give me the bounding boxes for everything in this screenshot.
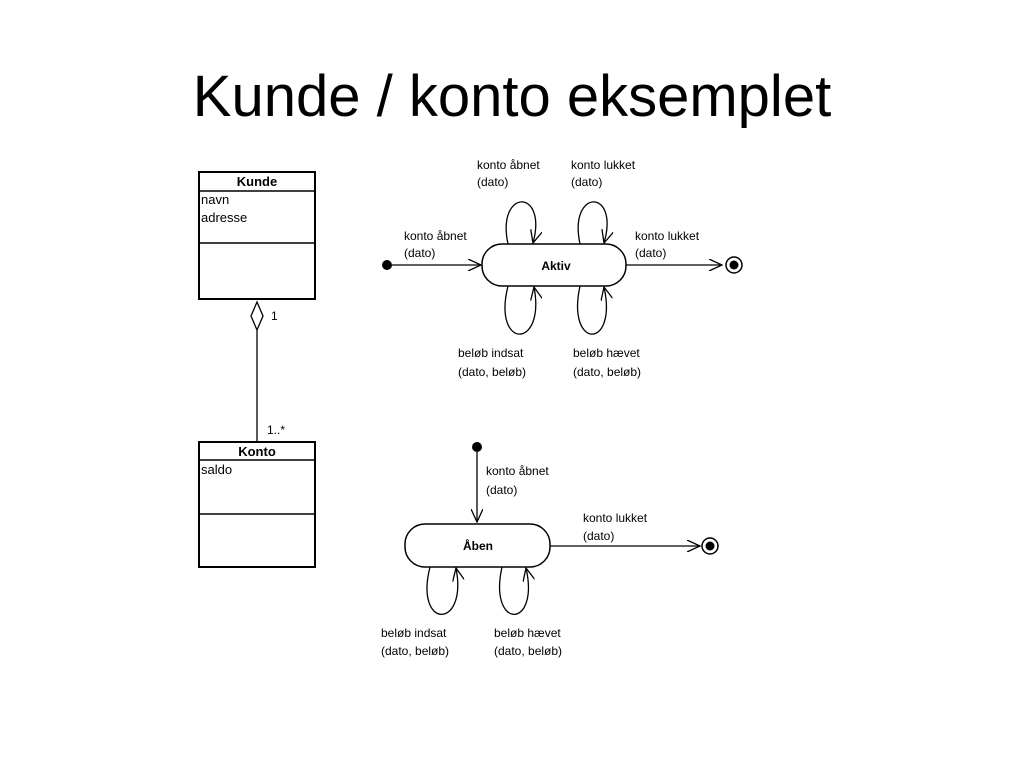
self-top-right-event: konto lukket — [571, 158, 636, 172]
self-top-right-params: (dato) — [571, 175, 602, 189]
entry-transition-1-event: konto åbnet — [404, 229, 467, 243]
multiplicity-konto: 1..* — [267, 423, 285, 437]
self-bottom-right-params: (dato, beløb) — [573, 365, 641, 379]
state-aaben-name: Åben — [463, 538, 493, 553]
self-transition-2-bottom-right — [499, 567, 529, 616]
self-2-bottom-right-params: (dato, beløb) — [494, 644, 562, 658]
state-diagram-aktiv: konto åbnet (dato) Aktiv konto åbnet (da… — [382, 158, 743, 379]
class-konto-box — [198, 441, 316, 568]
self-top-left-event: konto åbnet — [477, 158, 540, 172]
class-konto-attr-saldo: saldo — [201, 462, 232, 477]
aggregation-diamond — [250, 300, 264, 332]
initial-state-1 — [382, 260, 392, 270]
self-2-bottom-left-params: (dato, beløb) — [381, 644, 449, 658]
exit-transition-1-params: (dato) — [635, 246, 666, 260]
self-transition-top-right — [577, 201, 607, 244]
exit-transition-2-event: konto lukket — [583, 511, 648, 525]
entry-transition-2-event: konto åbnet — [486, 464, 549, 478]
class-konto-name: Konto — [238, 444, 276, 459]
class-kunde-attr-adresse: adresse — [201, 210, 247, 225]
class-kunde-attr-navn: navn — [201, 192, 229, 207]
self-bottom-left-event: beløb indsat — [458, 346, 524, 360]
self-bottom-left-params: (dato, beløb) — [458, 365, 526, 379]
entry-transition-1-params: (dato) — [404, 246, 435, 260]
class-kunde-box — [198, 171, 316, 300]
state-diagram-aaben: konto åbnet (dato) Åben beløb indsat (da… — [381, 442, 719, 658]
exit-transition-2-params: (dato) — [583, 529, 614, 543]
page-title: Kunde / konto eksemplet — [192, 64, 832, 129]
multiplicity-kunde: 1 — [271, 309, 278, 323]
self-transition-bottom-right — [577, 286, 607, 335]
final-state-1-dot — [729, 260, 739, 270]
self-top-left-params: (dato) — [477, 175, 508, 189]
exit-transition-1-event: konto lukket — [635, 229, 700, 243]
self-transition-2-bottom-left — [426, 567, 458, 616]
class-kunde-name: Kunde — [237, 174, 277, 189]
state-aktiv-name: Aktiv — [541, 259, 571, 273]
initial-state-2 — [472, 442, 482, 452]
self-transition-bottom-left — [504, 286, 536, 335]
self-transition-top-left — [505, 201, 536, 244]
self-2-bottom-right-event: beløb hævet — [494, 626, 561, 640]
class-kunde: Kunde navn adresse — [198, 171, 316, 300]
self-bottom-right-event: beløb hævet — [573, 346, 640, 360]
entry-transition-2-params: (dato) — [486, 483, 517, 497]
aggregation-association: 1 1..* — [250, 300, 285, 442]
class-konto: Konto saldo — [198, 441, 316, 568]
final-state-2-dot — [705, 541, 715, 551]
self-2-bottom-left-event: beløb indsat — [381, 626, 447, 640]
